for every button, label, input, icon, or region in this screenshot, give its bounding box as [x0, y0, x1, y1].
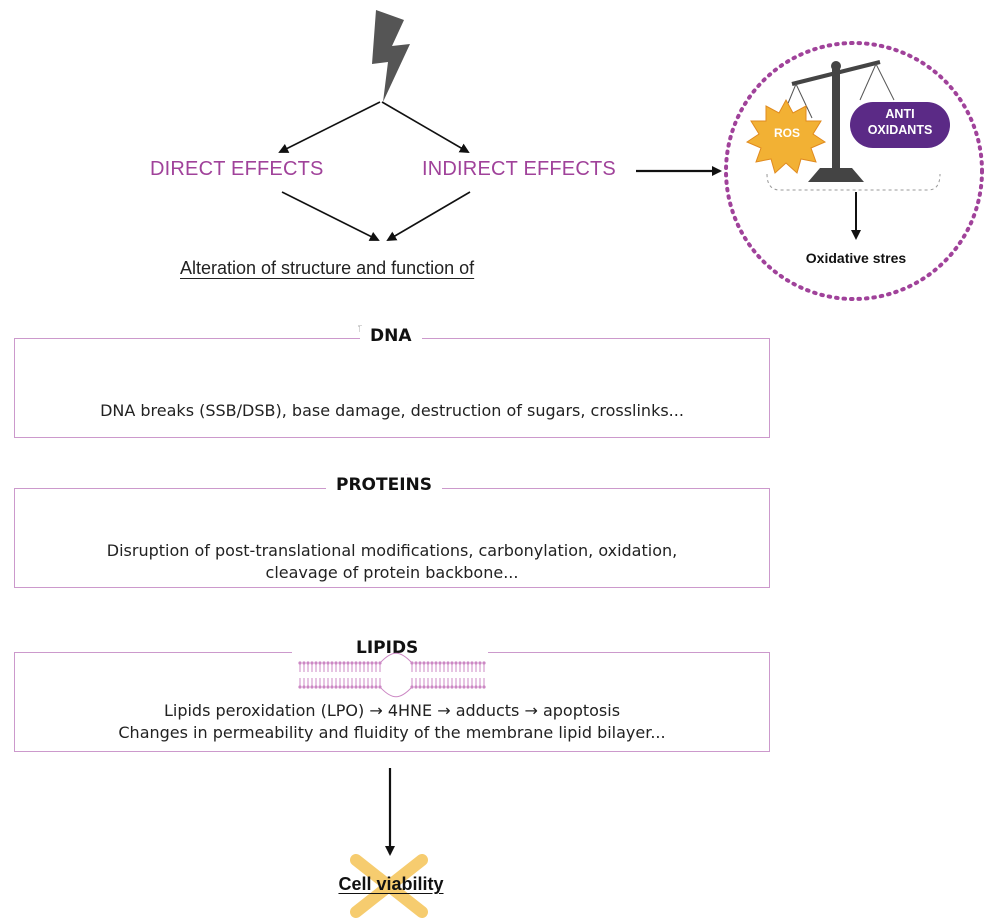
ros-label: ROS: [773, 126, 800, 140]
dna-description: DNA breaks (SSB/DSB), base damage, destr…: [100, 401, 684, 420]
arrow-to-direct: [278, 101, 381, 153]
proteins-description: Disruption of post-translational modific…: [14, 540, 770, 584]
balance-scale-icon: [766, 60, 941, 191]
cross-icon: [350, 854, 428, 918]
antioxidants-pill: [850, 102, 950, 148]
antioxidants-label: ANTI OXIDANTS: [850, 106, 950, 138]
cell-viability-label: Cell viability: [338, 874, 444, 894]
dna-title: DNA: [360, 326, 422, 346]
dna-section: [14, 338, 770, 438]
alteration-heading: Alteration of structure and function of: [180, 258, 475, 278]
direct-effects-label: DIRECT EFFECTS: [150, 158, 324, 180]
arrow-to-indirect: [381, 101, 470, 154]
proteins-description-line2: cleavage of protein backbone...: [265, 563, 519, 582]
lightning-icon: [372, 10, 410, 102]
lipids-description-line1: Lipids peroxidation (LPO) → 4HNE → adduc…: [163, 701, 621, 720]
oxidative-circle: [724, 41, 984, 301]
oxidative-stress-label: Oxidative stres: [805, 250, 907, 266]
lipids-description: Lipids peroxidation (LPO) → 4HNE → adduc…: [14, 700, 770, 744]
antioxidants-line2: OXIDANTS: [867, 123, 933, 137]
lipids-title: LIPIDS: [346, 638, 429, 658]
proteins-description-line1: Disruption of post-translational modific…: [106, 541, 678, 560]
proteins-title: PROTEINS: [326, 475, 443, 495]
lipids-description-line2: Changes in permeability and fluidity of …: [118, 723, 666, 742]
ros-burst-icon: [745, 98, 827, 174]
arrow-direct-to-alteration: [281, 191, 380, 241]
arrow-indirect-to-alteration: [386, 191, 471, 242]
antioxidants-line1: ANTI: [885, 107, 915, 121]
indirect-effects-label: INDIRECT EFFECTS: [422, 158, 616, 180]
